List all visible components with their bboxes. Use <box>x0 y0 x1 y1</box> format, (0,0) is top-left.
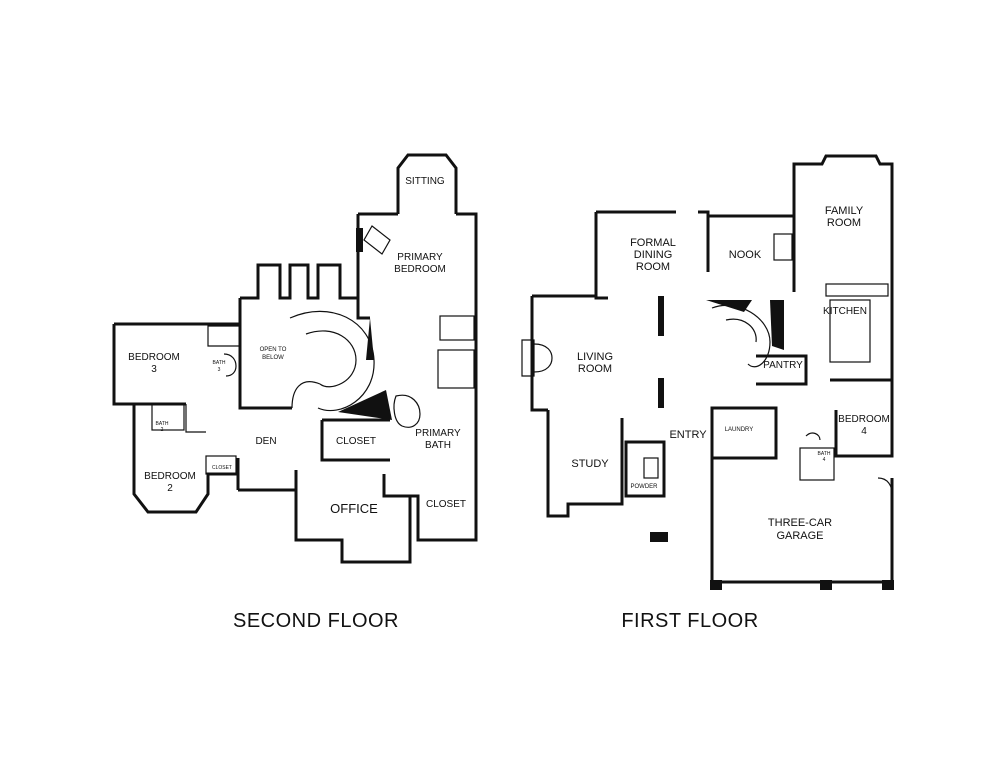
entry-label: ENTRY <box>669 429 707 441</box>
bath3-label-1: BATH <box>213 360 226 366</box>
second-floor-heading: SECOND FLOOR <box>233 610 399 632</box>
primary-bath-label-1: PRIMARY <box>415 428 461 439</box>
bedroom3-label-1: BEDROOM <box>128 352 180 363</box>
office-label: OFFICE <box>330 501 378 516</box>
bath3-label-2: 3 <box>218 367 221 373</box>
nook-label: NOOK <box>729 249 762 261</box>
bedroom2-label-1: BEDROOM <box>144 471 196 482</box>
closet-lower-label: CLOSET <box>426 499 466 510</box>
den-label: DEN <box>255 436 276 447</box>
formal-dining-label-2: DINING <box>634 249 673 261</box>
living-room-label-1: LIVING <box>577 351 613 363</box>
primary-bedroom-label-1: PRIMARY <box>397 252 443 263</box>
bedroom4-label-2: 4 <box>861 426 867 437</box>
open-to-below-label-2: BELOW <box>262 355 284 361</box>
primary-bath-label-2: BATH <box>425 440 451 451</box>
laundry-label: LAUNDRY <box>725 427 754 433</box>
formal-dining-label-3: ROOM <box>636 261 670 273</box>
bath4-label-2: 4 <box>823 457 826 463</box>
pantry-label: PANTRY <box>763 360 803 371</box>
closet-small-label: CLOSET <box>212 465 232 471</box>
first-floor-plan <box>521 154 894 590</box>
open-to-below-label-1: OPEN TO <box>260 347 287 353</box>
first-floor-heading: FIRST FLOOR <box>621 610 758 632</box>
kitchen-label: KITCHEN <box>823 306 867 317</box>
primary-bedroom-label-2: BEDROOM <box>394 264 446 275</box>
bedroom3-label-2: 3 <box>151 364 157 375</box>
living-room-label-2: ROOM <box>578 363 612 375</box>
sitting-label: SITTING <box>405 176 445 187</box>
powder-label: POWDER <box>631 484 659 490</box>
garage-label-1: THREE-CAR <box>768 517 832 529</box>
second-floor-plan <box>112 153 478 564</box>
bedroom4-label-1: BEDROOM <box>838 414 890 425</box>
closet-main-label: CLOSET <box>336 436 376 447</box>
garage-label-2: GARAGE <box>776 530 823 542</box>
bath4-label-1: BATH <box>818 451 831 457</box>
family-room-label-1: FAMILY <box>825 205 864 217</box>
family-room-label-2: ROOM <box>827 217 861 229</box>
formal-dining-label-1: FORMAL <box>630 237 676 249</box>
study-label: STUDY <box>571 458 609 470</box>
bedroom2-label-2: 2 <box>167 483 173 494</box>
bath2-label-1: BATH <box>156 421 169 427</box>
bath2-label-2: 2 <box>161 427 164 433</box>
